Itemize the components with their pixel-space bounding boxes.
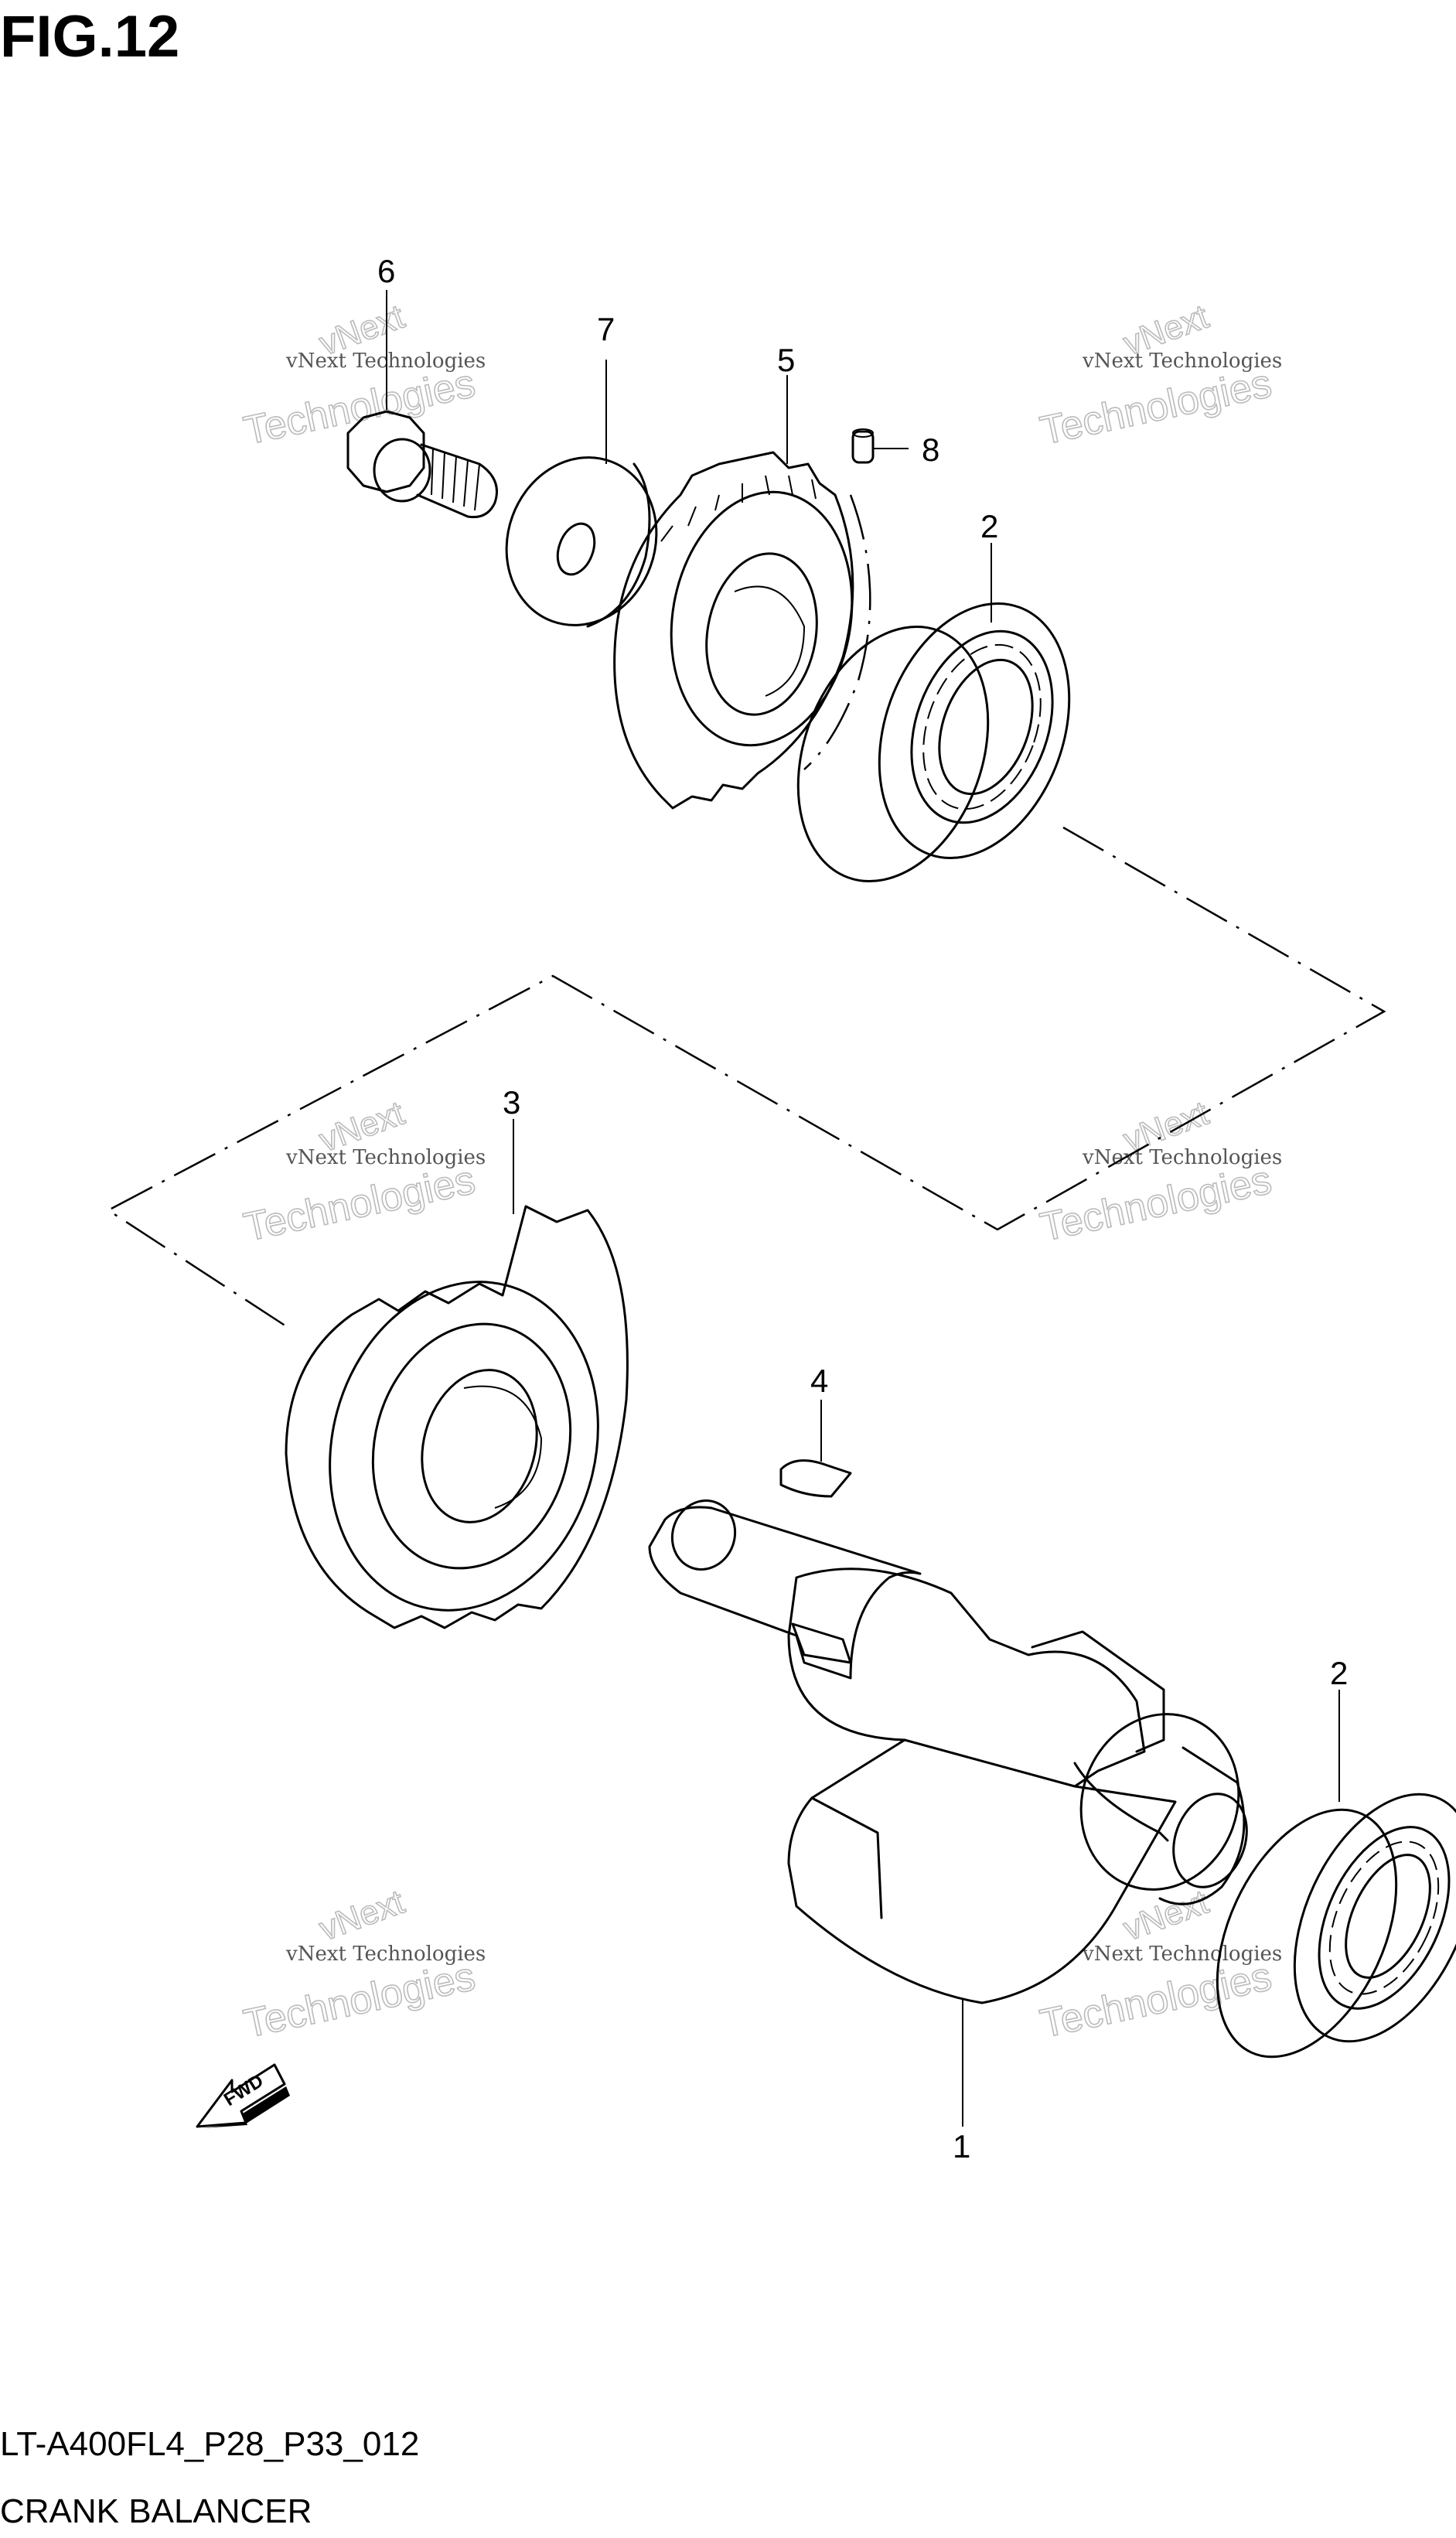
callout-8: 8 bbox=[922, 432, 939, 468]
svg-text:vNext Technologies: vNext Technologies bbox=[1082, 1943, 1282, 1966]
svg-text:vNext Technologies: vNext Technologies bbox=[285, 350, 486, 373]
bolt-part-6 bbox=[346, 410, 498, 519]
leader-lines bbox=[386, 290, 1340, 2127]
svg-text:Technologies: Technologies bbox=[1036, 1954, 1275, 2047]
svg-text:Technologies: Technologies bbox=[240, 1954, 479, 2047]
watermark-mid-right: vNext vNext Technologies Technologies bbox=[1036, 1093, 1283, 1250]
callout-5: 5 bbox=[777, 342, 795, 378]
callout-2-top: 2 bbox=[980, 508, 998, 544]
svg-text:vNext: vNext bbox=[315, 1883, 409, 1949]
svg-text:vNext Technologies: vNext Technologies bbox=[1082, 1146, 1282, 1169]
svg-text:Technologies: Technologies bbox=[240, 361, 479, 454]
callout-1: 1 bbox=[953, 2128, 970, 2164]
watermark-bottom-left: vNext vNext Technologies Technologies bbox=[240, 1882, 486, 2047]
callout-7: 7 bbox=[597, 311, 615, 347]
callout-3: 3 bbox=[503, 1084, 520, 1121]
svg-text:vNext Technologies: vNext Technologies bbox=[1082, 350, 1282, 373]
watermark-bottom-right: vNext vNext Technologies Technologies bbox=[1036, 1882, 1283, 2047]
balancer-shaft-part-1 bbox=[648, 1499, 1248, 2004]
figure-name: CRANK BALANCER bbox=[0, 2492, 312, 2530]
fwd-arrow-icon: FWD bbox=[196, 2063, 290, 2128]
pin-part-8 bbox=[851, 428, 875, 464]
svg-text:vNext: vNext bbox=[1119, 1883, 1213, 1949]
figure-title: FIG.12 bbox=[0, 4, 180, 70]
gear-part-3 bbox=[285, 1205, 629, 1629]
washer-part-7 bbox=[505, 456, 658, 628]
gear-part-5 bbox=[613, 451, 871, 810]
svg-text:Technologies: Technologies bbox=[1036, 361, 1275, 454]
assembly-boundary bbox=[106, 826, 1386, 1328]
bearing-part-2-top bbox=[796, 602, 1071, 883]
key-part-4 bbox=[779, 1459, 852, 1498]
watermark-mid-left: vNext vNext Technologies Technologies bbox=[240, 1093, 486, 1250]
svg-text:vNext Technologies: vNext Technologies bbox=[285, 1146, 486, 1169]
callout-6: 6 bbox=[377, 253, 395, 289]
svg-text:Technologies: Technologies bbox=[240, 1158, 479, 1250]
watermark-top-right: vNext vNext Technologies Technologies bbox=[1036, 297, 1283, 454]
bearing-part-2-bottom bbox=[1216, 1793, 1456, 2059]
callouts: 6 7 5 8 2 3 4 2 1 bbox=[377, 253, 1348, 2164]
watermark-top-left: vNext vNext Technologies Technologies bbox=[240, 297, 486, 454]
callout-2-bottom: 2 bbox=[1330, 1655, 1348, 1691]
callout-4: 4 bbox=[810, 1363, 828, 1399]
svg-text:Technologies: Technologies bbox=[1036, 1158, 1275, 1250]
model-code: LT-A400FL4_P28_P33_012 bbox=[0, 2425, 420, 2463]
svg-text:vNext Technologies: vNext Technologies bbox=[285, 1943, 486, 1966]
